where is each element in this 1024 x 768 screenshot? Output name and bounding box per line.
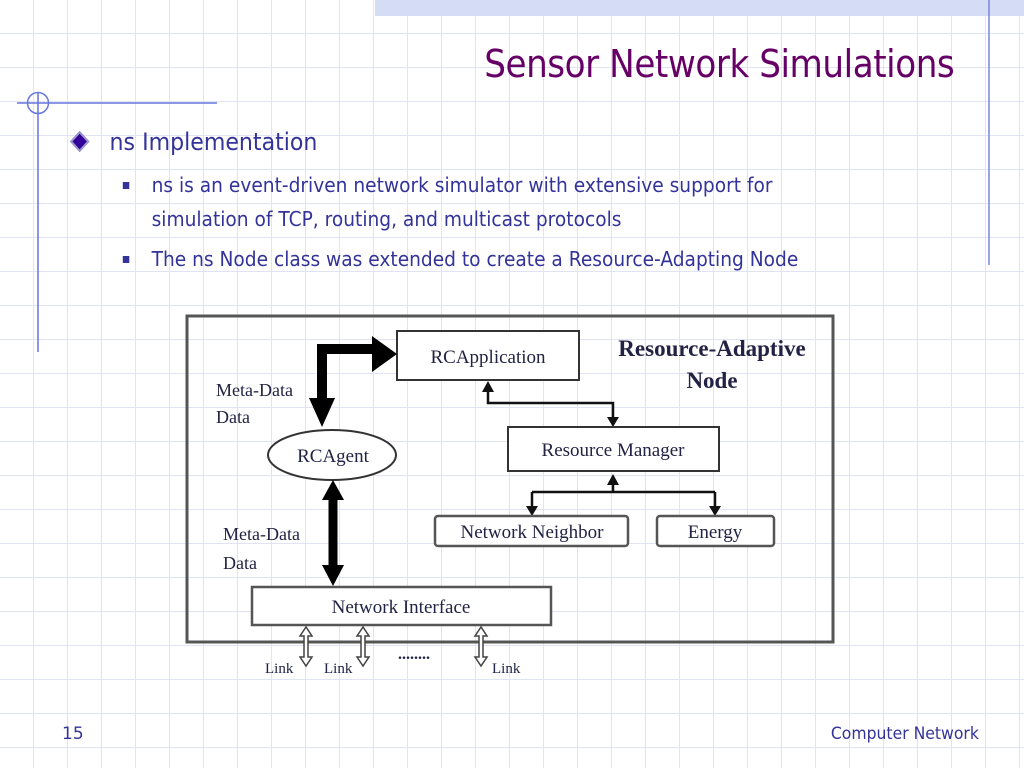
bullet-level1: ns Implementation <box>69 128 318 156</box>
square-bullet-icon <box>122 256 130 263</box>
link-arrow-1 <box>298 625 314 668</box>
rcagent-ellipse <box>267 429 397 481</box>
square-bullet-icon <box>122 182 130 189</box>
upper-edge-label-line1: Meta-Data <box>216 380 293 400</box>
rcagent-label: RCAgent <box>297 446 370 467</box>
manager-children-connector <box>530 476 717 508</box>
network-neighbor-box <box>433 514 630 548</box>
link-ellipsis: ........ <box>398 646 430 663</box>
bullet-text-line: simulation of TCP, routing, and multicas… <box>151 207 622 231</box>
link-arrow-3 <box>473 625 489 668</box>
rcapplication-box <box>396 330 580 381</box>
energy-label: Energy <box>688 522 743 543</box>
bullet-level2: The ns Node class was extended to create… <box>120 242 892 276</box>
link-label-2: Link <box>324 661 353 677</box>
thick-arrowhead-right <box>372 336 397 372</box>
link-label-1: Link <box>265 661 294 677</box>
network-neighbor-label: Network Neighbor <box>461 522 605 543</box>
lower-edge-label-line2: Data <box>223 553 257 573</box>
diagram-title-line2: Node <box>686 368 737 393</box>
resource-manager-label: Resource Manager <box>542 440 686 461</box>
link-arrow-2 <box>355 625 371 668</box>
network-interface-label: Network Interface <box>332 597 471 618</box>
slide-title: Sensor Network Simulations <box>483 42 955 86</box>
app-manager-connector <box>486 384 615 420</box>
rcapplication-label: RCApplication <box>430 347 546 368</box>
resource-manager-box <box>507 426 720 472</box>
thick-arrow-agent-app <box>317 344 372 400</box>
header-band <box>375 0 1024 16</box>
link-label-3: Link <box>492 661 521 677</box>
footer-course-title: Computer Network <box>830 724 979 744</box>
lower-edge-label-line1: Meta-Data <box>223 524 300 544</box>
bullet-text-line: ns is an event-driven network simulator … <box>151 173 773 197</box>
diagram-title-line1: Resource-Adaptive <box>618 336 805 361</box>
bullet-level2: ns is an event-driven network simulator … <box>120 168 892 236</box>
bullet-text: ns Implementation <box>109 128 318 156</box>
energy-box <box>655 514 776 548</box>
node-frame <box>185 314 835 644</box>
bullet-text-line: The ns Node class was extended to create… <box>151 247 799 271</box>
upper-edge-label-line2: Data <box>216 407 250 427</box>
page-number: 15 <box>62 724 84 744</box>
network-interface-box <box>250 585 553 627</box>
